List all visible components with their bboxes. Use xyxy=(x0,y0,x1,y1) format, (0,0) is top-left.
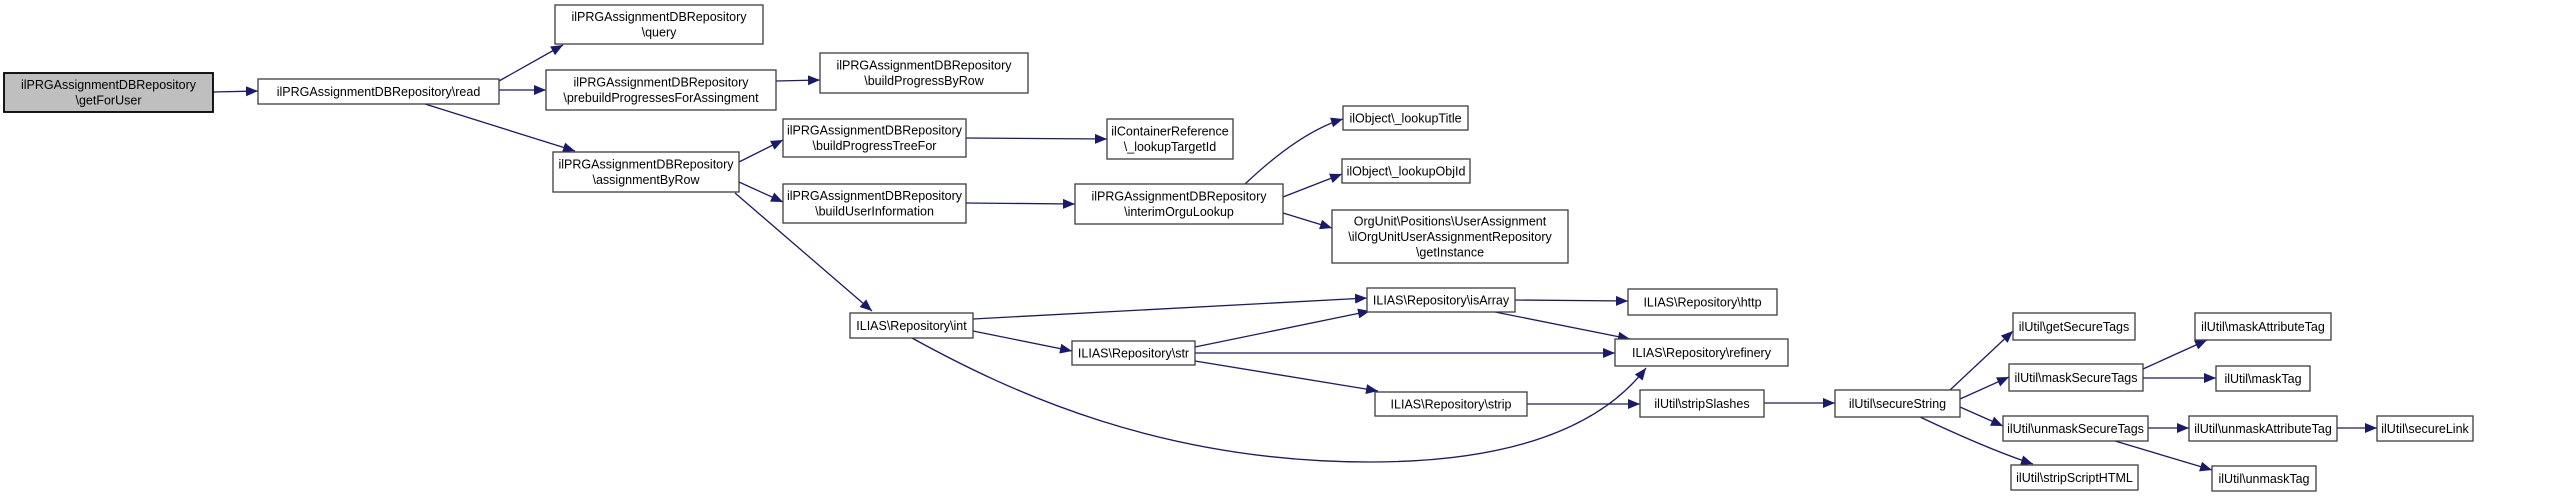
edge-secure-string-to-strip-script-h-t-m-l xyxy=(1919,416,2034,466)
graph-node-label: ilUtil\stripSlashes xyxy=(1654,397,1749,411)
graph-node-lookup-target-id[interactable]: ilContainerReference\_lookupTargetId xyxy=(1106,118,1234,160)
graph-node-mask-secure-tags[interactable]: ilUtil\maskSecureTags xyxy=(2008,363,2144,392)
graph-node-read[interactable]: ilPRGAssignmentDBRepository\read xyxy=(257,78,500,105)
graph-node-label: ilUtil\unmaskAttributeTag xyxy=(2194,422,2332,436)
graph-node-label: ILIAS\Repository\refinery xyxy=(1632,346,1772,360)
edge-unmask-secure-tags-to-unmask-tag xyxy=(2114,440,2213,472)
graph-node-refinery[interactable]: ILIAS\Repository\refinery xyxy=(1614,338,1789,367)
graph-node-label: ilUtil\maskAttributeTag xyxy=(2201,320,2325,334)
graph-node-label: \buildProgressTreeFor xyxy=(813,139,937,153)
graph-node-http[interactable]: ILIAS\Repository\http xyxy=(1627,288,1778,316)
graph-node-label: \buildUserInformation xyxy=(815,205,934,219)
graph-node-unmask-attribute-tag[interactable]: ilUtil\unmaskAttributeTag xyxy=(2188,415,2338,442)
graph-node-label: ilPRGAssignmentDBRepository xyxy=(573,76,749,90)
graph-node-label: ilObject\_lookupObjId xyxy=(1347,164,1466,178)
edge-secure-string-to-mask-secure-tags xyxy=(1959,376,2010,400)
graph-node-label: ilObject\_lookupTitle xyxy=(1349,111,1461,125)
edge-int-to-str xyxy=(972,330,1073,354)
graph-node-lookup-obj-id[interactable]: ilObject\_lookupObjId xyxy=(1341,158,1471,184)
graph-node-label: ilUtil\stripScriptHTML xyxy=(2016,471,2133,485)
graph-node-label: ilPRGAssignmentDBRepository xyxy=(571,10,747,24)
graph-node-label: \getInstance xyxy=(1416,245,1484,259)
graph-node-label: \getForUser xyxy=(76,94,142,108)
graph-node-strip-slashes[interactable]: ilUtil\stripSlashes xyxy=(1639,389,1765,418)
graph-node-secure-link[interactable]: ilUtil\secureLink xyxy=(2376,415,2474,442)
edge-int-to-refinery xyxy=(911,337,1647,463)
graph-node-label: OrgUnit\Positions\UserAssignment xyxy=(1354,214,1547,228)
graph-node-label: ilPRGAssignmentDBRepository\read xyxy=(277,85,481,99)
graph-node-label: ilPRGAssignmentDBRepository xyxy=(787,189,963,203)
graph-node-label: ILIAS\Repository\strip xyxy=(1391,397,1512,411)
graph-node-get-instance[interactable]: OrgUnit\Positions\UserAssignment \ilOrgUn… xyxy=(1331,209,1569,264)
edge-str-to-is-array xyxy=(1194,308,1371,348)
graph-node-label: \buildProgressByRow xyxy=(864,74,984,88)
edge-secure-string-to-get-secure-tags xyxy=(1949,330,2014,391)
graph-node-label: ilContainerReference xyxy=(1111,125,1228,139)
graph-node-label: ilUtil\secureLink xyxy=(2381,422,2469,436)
edge-get-for-user-to-read xyxy=(212,86,259,97)
edge-assignment-by-row-to-build-progress-tree-for xyxy=(738,139,784,163)
edge-int-to-is-array xyxy=(972,293,1368,320)
graph-node-unmask-secure-tags[interactable]: ilUtil\unmaskSecureTags xyxy=(2002,415,2149,442)
graph-node-get-for-user[interactable]: ilPRGAssignmentDBRepository \getForUser xyxy=(3,72,214,113)
graph-node-label: ilPRGAssignmentDBRepository xyxy=(1091,190,1267,204)
edge-assignment-by-row-to-build-user-information xyxy=(738,181,784,203)
edge-secure-string-to-unmask-secure-tags xyxy=(1959,406,2004,427)
graph-node-label: \interimOrguLookup xyxy=(1124,205,1234,219)
graph-node-label: ilPRGAssignmentDBRepository xyxy=(558,158,734,172)
graph-node-label: ILIAS\Repository\str xyxy=(1078,346,1189,360)
graph-node-get-secure-tags[interactable]: ilUtil\getSecureTags xyxy=(2012,312,2136,341)
edge-str-to-strip xyxy=(1194,360,1379,394)
graph-node-label: ILIAS\Repository\http xyxy=(1643,295,1761,309)
edge-is-array-to-refinery xyxy=(1494,311,1631,342)
graph-node-label: ilUtil\maskSecureTags xyxy=(2015,371,2138,385)
graph-node-build-user-information[interactable]: ilPRGAssignmentDBRepository \buildUserInf… xyxy=(782,183,967,224)
graph-node-label: \prebuildProgressesForAssingment xyxy=(563,91,759,105)
graph-node-label: \assignmentByRow xyxy=(593,173,701,187)
graph-node-label: ilPRGAssignmentDBRepository xyxy=(21,78,197,92)
edge-interim-orgu-lookup-to-lookup-obj-id xyxy=(1282,173,1343,198)
graph-node-label: ilPRGAssignmentDBRepository xyxy=(836,59,1012,73)
edge-interim-orgu-lookup-to-get-instance xyxy=(1282,212,1333,230)
graph-node-str[interactable]: ILIAS\Repository\str xyxy=(1071,340,1196,366)
graph-node-query[interactable]: ilPRGAssignmentDBRepository \query xyxy=(554,4,764,45)
graph-node-prebuild-progresses-for-assingment[interactable]: ilPRGAssignmentDBRepository\prebuildProg… xyxy=(545,69,777,111)
graph-node-label: \ilOrgUnitUserAssignmentRepository xyxy=(1348,230,1552,244)
graph-node-label: ilUtil\secureString xyxy=(1849,397,1946,411)
edge-interim-orgu-lookup-to-lookup-title xyxy=(1244,117,1344,185)
graph-node-int[interactable]: ILIAS\Repository\int xyxy=(849,312,974,339)
graph-node-unmask-tag[interactable]: ilUtil\unmaskTag xyxy=(2211,465,2317,492)
edge-build-progress-tree-for-to-lookup-target-id xyxy=(965,133,1108,144)
graph-node-label: ILIAS\Repository\int xyxy=(856,319,967,333)
edge-prebuild-progresses-for-assingment-to-build-progress-by-row xyxy=(775,75,821,86)
edge-is-array-to-http xyxy=(1514,295,1629,306)
graph-node-is-array[interactable]: ILIAS\Repository\isArray xyxy=(1366,287,1516,313)
graph-node-label: \_lookupTargetId xyxy=(1124,140,1216,154)
graph-node-strip-script-h-t-m-l[interactable]: ilUtil\stripScriptHTML xyxy=(2010,464,2139,491)
graph-node-label: ilUtil\unmaskSecureTags xyxy=(2007,422,2144,436)
graph-node-interim-orgu-lookup[interactable]: ilPRGAssignmentDBRepository\interimOrguL… xyxy=(1074,183,1284,225)
graph-node-lookup-title[interactable]: ilObject\_lookupTitle xyxy=(1342,105,1469,131)
graph-node-label: ilPRGAssignmentDBRepository xyxy=(787,124,963,138)
graph-node-label: ilUtil\maskTag xyxy=(2224,372,2301,386)
graph-node-label: \query xyxy=(642,26,677,40)
edge-mask-secure-tags-to-mask-attribute-tag xyxy=(2142,339,2208,370)
graph-node-secure-string[interactable]: ilUtil\secureString xyxy=(1834,389,1961,418)
graph-node-build-progress-by-row[interactable]: ilPRGAssignmentDBRepository\buildProgres… xyxy=(819,52,1029,94)
graph-node-mask-tag[interactable]: ilUtil\maskTag xyxy=(2215,365,2311,392)
graph-node-strip[interactable]: ILIAS\Repository\strip xyxy=(1374,391,1528,417)
edge-assignment-by-row-to-int xyxy=(734,192,873,312)
graph-node-build-progress-tree-for[interactable]: ilPRGAssignmentDBRepository\buildProgres… xyxy=(782,118,967,158)
edge-read-to-assignment-by-row xyxy=(424,103,576,153)
graph-node-mask-attribute-tag[interactable]: ilUtil\maskAttributeTag xyxy=(2194,312,2332,341)
graph-node-label: ilUtil\unmaskTag xyxy=(2218,472,2309,486)
graph-node-assignment-by-row[interactable]: ilPRGAssignmentDBRepository\assignmentBy… xyxy=(552,151,740,193)
graph-node-label: ILIAS\Repository\isArray xyxy=(1373,293,1510,307)
edge-build-user-information-to-interim-orgu-lookup xyxy=(965,198,1076,209)
graph-node-label: ilUtil\getSecureTags xyxy=(2019,320,2129,334)
edge-read-to-query xyxy=(498,44,564,82)
